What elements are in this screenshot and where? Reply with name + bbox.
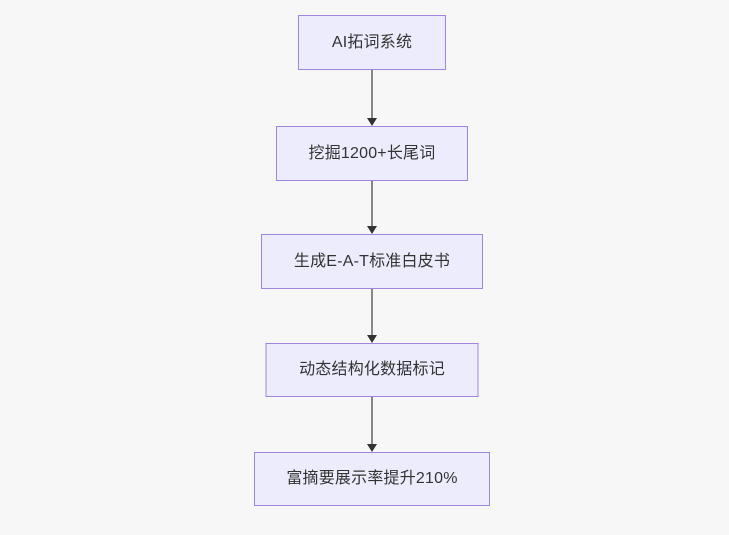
- flow-edge-n3-to-n4: [366, 289, 378, 343]
- edge-line-icon: [371, 289, 373, 335]
- arrow-head-icon: [367, 444, 377, 452]
- flow-node-label: 挖掘1200+长尾词: [308, 144, 436, 162]
- flow-edge-n2-to-n3: [366, 181, 378, 234]
- arrow-head-icon: [367, 335, 377, 343]
- arrow-head-icon: [367, 118, 377, 126]
- arrow-head-icon: [367, 226, 377, 234]
- flow-node-label: 生成E-A-T标准白皮书: [293, 252, 451, 270]
- flow-node-n3[interactable]: 生成E-A-T标准白皮书: [261, 234, 483, 289]
- edge-line-icon: [371, 70, 373, 118]
- flow-node-label: 动态结构化数据标记: [299, 361, 445, 378]
- edge-line-icon: [371, 397, 373, 444]
- flow-node-n4[interactable]: 动态结构化数据标记: [265, 343, 479, 397]
- flow-node-label: AI拓词系统: [331, 33, 413, 51]
- edge-line-icon: [371, 181, 373, 226]
- flow-edge-n4-to-n5: [366, 397, 378, 452]
- flow-node-n1[interactable]: AI拓词系统: [298, 15, 446, 70]
- flow-node-n5[interactable]: 富摘要展示率提升210%: [254, 452, 490, 506]
- flow-edge-n1-to-n2: [366, 70, 378, 126]
- flow-node-n2[interactable]: 挖掘1200+长尾词: [276, 126, 468, 181]
- flow-node-label: 富摘要展示率提升210%: [286, 470, 458, 487]
